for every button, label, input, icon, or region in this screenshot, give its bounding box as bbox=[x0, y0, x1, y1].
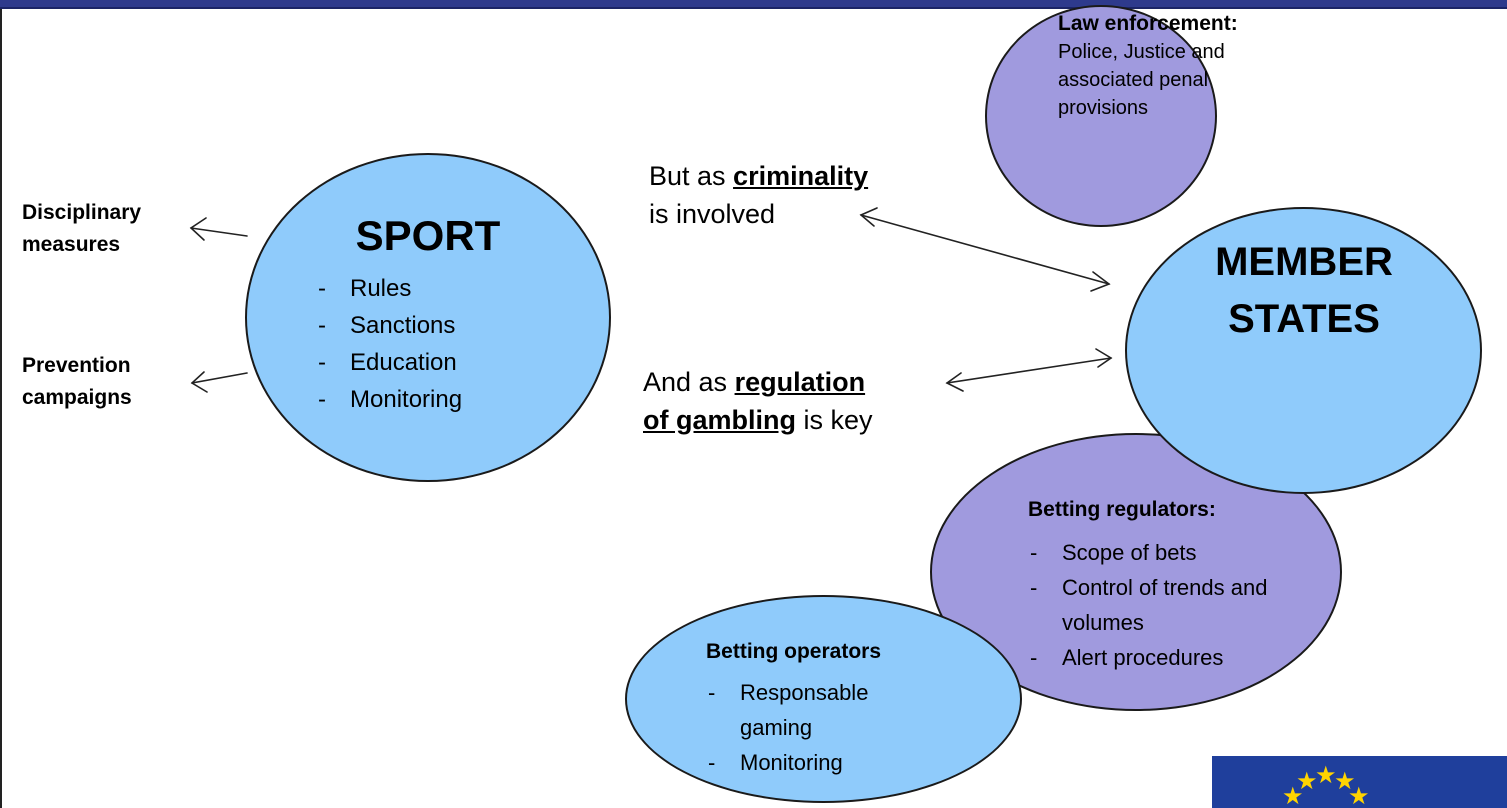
list-item-continuation: volumes bbox=[1062, 610, 1144, 635]
eu-flag-icon: ★ ★ ★ ★ ★ bbox=[1212, 756, 1507, 808]
list-item: Education bbox=[318, 344, 462, 381]
gambling-keyword: of gambling bbox=[643, 405, 796, 435]
list-item: gaming bbox=[740, 715, 813, 740]
criminality-line-1: But as criminality bbox=[649, 157, 868, 195]
criminality-statement: But as criminality is involved bbox=[649, 157, 868, 233]
disciplinary-measures-label: Disciplinary measures bbox=[22, 197, 141, 261]
list-item: volumes bbox=[1030, 605, 1267, 640]
star-icon: ★ bbox=[1282, 783, 1304, 808]
criminality-line-2: is involved bbox=[649, 199, 776, 229]
gambling-statement: And as regulation of gambling is key bbox=[643, 363, 873, 439]
star-icon: ★ bbox=[1348, 783, 1370, 808]
text-fragment: But as bbox=[649, 161, 734, 191]
arrow-to-disciplinary bbox=[189, 217, 248, 241]
left-border bbox=[0, 9, 2, 808]
law-enforcement-bubble bbox=[985, 5, 1217, 227]
list-item: Alert procedures bbox=[1030, 640, 1267, 675]
law-enforcement-line: associated penal bbox=[1058, 69, 1209, 91]
criminality-keyword: criminality bbox=[733, 161, 869, 191]
label-line: Prevention bbox=[22, 354, 131, 377]
law-enforcement-line: Police, Justice and bbox=[1058, 41, 1225, 63]
label-line: measures bbox=[22, 233, 121, 256]
label-line: Disciplinary bbox=[22, 201, 142, 224]
star-icon: ★ bbox=[1296, 768, 1318, 795]
header-bar bbox=[0, 0, 1507, 9]
member-states-line: STATES bbox=[1228, 297, 1380, 341]
law-enforcement-line: provisions bbox=[1058, 97, 1149, 119]
label-line: campaigns bbox=[22, 386, 132, 409]
prevention-campaigns-label: Prevention campaigns bbox=[22, 350, 132, 414]
gambling-line-1: And as regulation bbox=[643, 363, 873, 401]
list-item: Responsable bbox=[708, 675, 868, 710]
betting-regulators-title: Betting regulators: bbox=[1028, 498, 1216, 521]
arrow-gambling-member-states bbox=[945, 348, 1113, 392]
gambling-line-2: of gambling is key bbox=[643, 401, 873, 439]
member-states-line: MEMBER bbox=[1215, 240, 1393, 284]
law-enforcement-title: Law enforcement: bbox=[1058, 12, 1238, 35]
list-item: Monitoring bbox=[708, 745, 868, 780]
betting-regulators-list: Scope of bets Control of trends and volu… bbox=[1030, 535, 1267, 675]
member-states-bubble bbox=[1125, 207, 1482, 494]
list-item: Rules bbox=[318, 270, 462, 307]
arrow-to-prevention bbox=[190, 371, 248, 393]
list-item: Scope of bets bbox=[1030, 535, 1267, 570]
sport-title: SPORT bbox=[355, 212, 501, 259]
list-item: Monitoring bbox=[318, 381, 462, 418]
star-icon: ★ bbox=[1315, 762, 1337, 789]
text-fragment: is key bbox=[795, 405, 873, 435]
star-icon: ★ bbox=[1334, 768, 1356, 795]
list-item: Control of trends and bbox=[1030, 570, 1267, 605]
text-fragment: And as bbox=[643, 367, 735, 397]
sport-list: Rules Sanctions Education Monitoring bbox=[318, 270, 462, 418]
law-enforcement-text: Law enforcement: Police, Justice and ass… bbox=[1058, 10, 1238, 122]
member-states-title: MEMBER STATES bbox=[1148, 234, 1460, 348]
betting-operators-title: Betting operators bbox=[706, 640, 882, 663]
regulation-keyword: regulation bbox=[734, 367, 866, 397]
betting-operators-list: Responsable gaming Monitoring bbox=[708, 675, 868, 780]
list-item: Sanctions bbox=[318, 307, 462, 344]
